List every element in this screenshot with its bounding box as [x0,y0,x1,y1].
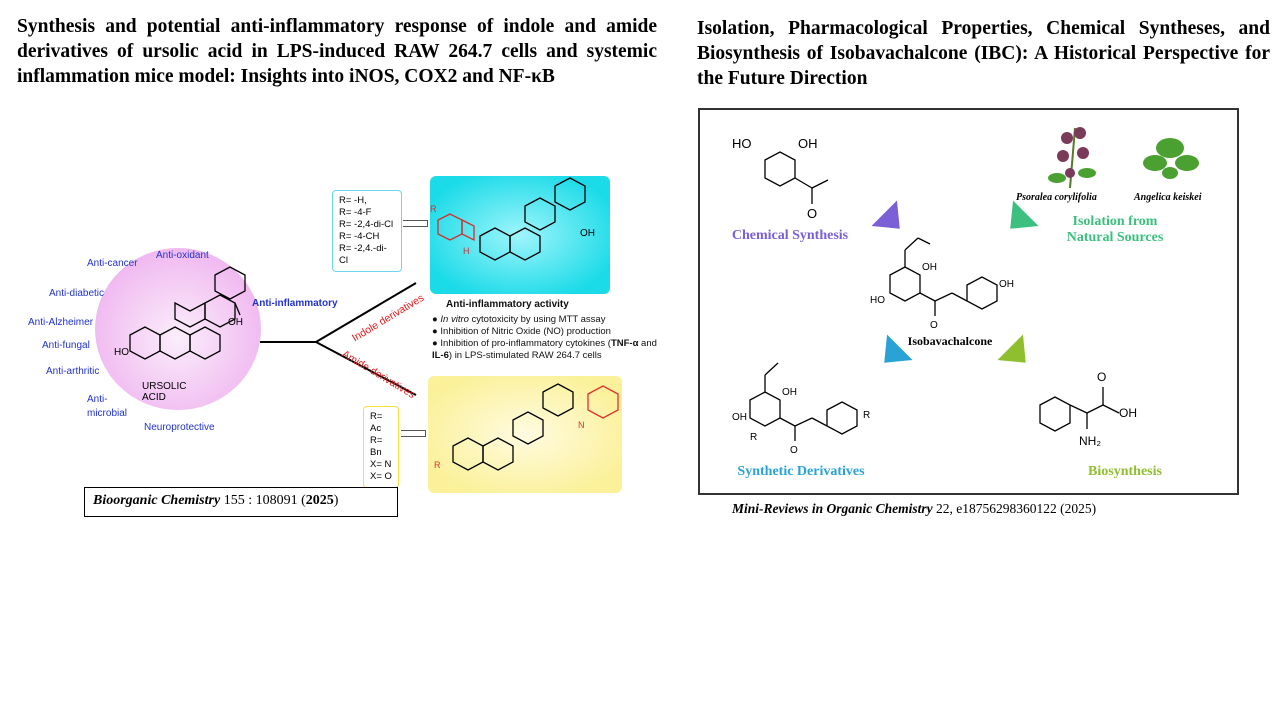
chemical-synthesis-label: Chemical Synthesis [731,228,849,243]
isobavachalcone-structure: HO O OH OH [870,237,1014,331]
ursolic-acid-structure: HO OH [114,266,246,360]
plant-label: Angelica keiskei [1134,192,1202,203]
right-citation: Mini-Reviews in Organic Chemistry 22, e1… [732,501,1097,516]
svg-text:OH: OH [999,279,1014,290]
svg-text:HO: HO [114,347,129,358]
r-group: X= O [370,471,392,482]
r-group: R= -2,4.-di-Cl [339,243,387,266]
synthetic-derivatives-label: Synthetic Derivatives [737,464,865,479]
svg-text:OH: OH [798,136,818,151]
svg-text:O: O [790,445,798,455]
svg-text:R: R [434,460,441,470]
r-group: X= N [370,459,392,470]
svg-text:OH: OH [922,262,937,273]
r-group: R= -H, [339,195,367,206]
svg-text:OH: OH [580,228,595,239]
svg-text:R: R [863,410,870,421]
activity-list: ● In vitro cytotoxicity by using MTT ass… [432,314,664,362]
activity-label: Neuroprotective [144,422,215,433]
svg-text:R: R [430,204,437,214]
r-group: R= -4-F [339,207,372,218]
activity-label: Anti-diabetic [49,288,105,299]
right-paper-title: Isolation, Pharmacological Properties, C… [697,18,1270,89]
branch-lines [260,282,417,396]
svg-text:R: R [750,432,757,443]
activity-item: ● Inhibition of Nitric Oxide (NO) produc… [432,326,611,337]
activity-label: Anti-oxidant [156,250,209,261]
r-group: R= Bn [370,435,383,458]
r-group: R= -2,4-di-Cl [339,219,394,230]
svg-text:O: O [930,320,938,331]
svg-text:OH: OH [732,412,747,423]
activity-label: Anti-Alzheimer [28,317,94,328]
amide-r-groups: R= Ac R= Bn X= N X= O [363,406,399,488]
activity-label: Anti-cancer [87,258,138,269]
phenylalanine-structure: O OH NH₂ [1039,370,1137,448]
svg-text:OH: OH [782,387,797,398]
activity-label: microbial [87,408,128,419]
svg-text:O: O [807,206,817,220]
activity-title: Anti-inflammatory activity [446,299,569,310]
activity-label: Anti- [87,394,108,405]
acetophenone-structure: HO OH O [732,136,829,220]
arrow-left-icon [401,430,426,437]
left-citation: Bioorganic Chemistry 155 : 108091 (2025) [84,487,398,517]
svg-text:HO: HO [870,295,885,306]
svg-text:HO: HO [732,136,752,151]
activity-item: ● In vitro cytotoxicity by using MTT ass… [432,314,606,325]
plant-label: Psoralea corylifolia [1016,192,1097,203]
activity-label: Anti-arthritic [46,366,100,377]
indole-derivative-structure: OH H R [430,176,610,294]
svg-text:OH: OH [1119,406,1137,420]
isobavachalcone-label: Isobavachalcone [907,334,993,348]
compound-label: URSOLIC ACID [142,381,187,403]
plant-icons [1048,127,1199,189]
arrow-left-icon [403,220,428,227]
arrow-icon [997,334,1039,376]
activity-label: Anti-fungal [42,340,90,351]
svg-text:OH: OH [228,317,243,328]
biosynthesis-label: Biosynthesis [1088,464,1162,479]
r-group: R= -4-CH [339,231,380,242]
anti-inflammatory-label: Anti-inflammatory [252,298,338,309]
synthetic-derivative-structure: OH OH O R R [732,362,870,455]
svg-text:N: N [578,420,585,430]
isolation-label: Isolation from Natural Sources [1066,214,1164,245]
svg-text:O: O [1097,370,1106,384]
left-paper-title: Synthesis and potential anti-inflammator… [17,16,657,87]
activity-item: ● Inhibition of pro-inflammatory cytokin… [432,338,657,361]
svg-text:H: H [463,246,470,256]
svg-text:NH₂: NH₂ [1079,434,1101,448]
r-group: R= Ac [370,411,383,434]
indole-r-groups: R= -H, R= -4-F R= -2,4-di-Cl R= -4-CH R=… [332,190,402,272]
